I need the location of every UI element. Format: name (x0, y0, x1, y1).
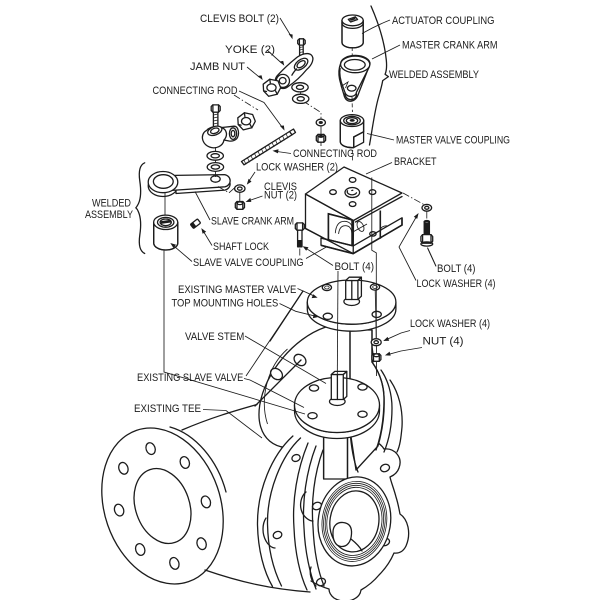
svg-text:BOLT (4): BOLT (4) (335, 261, 375, 273)
svg-text:CONNECTING ROD: CONNECTING ROD (153, 85, 238, 97)
svg-text:YOKE (2): YOKE (2) (225, 44, 275, 56)
svg-text:LOCK WASHER (2): LOCK WASHER (2) (256, 162, 338, 174)
svg-text:SLAVE VALVE COUPLING: SLAVE VALVE COUPLING (193, 257, 304, 269)
svg-text:MASTER VALVE COUPLING: MASTER VALVE COUPLING (396, 135, 510, 147)
svg-text:BOLT (4): BOLT (4) (437, 263, 476, 275)
svg-text:ACTUATOR COUPLING: ACTUATOR COUPLING (392, 15, 495, 27)
svg-text:EXISTING MASTER VALVE: EXISTING MASTER VALVE (178, 284, 296, 296)
svg-text:EXISTING TEE: EXISTING TEE (134, 403, 201, 415)
svg-text:EXISTING SLAVE VALVE: EXISTING SLAVE VALVE (137, 372, 243, 384)
svg-text:NUT (2): NUT (2) (264, 190, 297, 202)
svg-text:JAMB NUT: JAMB NUT (190, 61, 245, 73)
svg-text:VALVE STEM: VALVE STEM (185, 331, 244, 343)
svg-text:LOCK WASHER (4): LOCK WASHER (4) (410, 318, 490, 330)
svg-text:SLAVE CRANK ARM: SLAVE CRANK ARM (211, 216, 294, 228)
svg-text:CONNECTING ROD: CONNECTING ROD (293, 148, 377, 160)
svg-text:CLEVIS BOLT (2): CLEVIS BOLT (2) (200, 13, 279, 25)
svg-text:WELDED ASSEMBLY: WELDED ASSEMBLY (389, 69, 479, 81)
svg-text:BRACKET: BRACKET (394, 156, 437, 168)
svg-text:WELDED: WELDED (92, 198, 131, 210)
svg-text:CLEVIS: CLEVIS (264, 181, 297, 193)
svg-text:TOP MOUNTING HOLES: TOP MOUNTING HOLES (172, 298, 279, 310)
svg-text:MASTER CRANK ARM: MASTER CRANK ARM (402, 40, 498, 52)
svg-text:ASSEMBLY: ASSEMBLY (85, 209, 133, 221)
svg-text:NUT (4): NUT (4) (423, 336, 464, 348)
svg-text:LOCK WASHER (4): LOCK WASHER (4) (417, 278, 496, 290)
svg-text:SHAFT LOCK: SHAFT LOCK (213, 241, 269, 253)
